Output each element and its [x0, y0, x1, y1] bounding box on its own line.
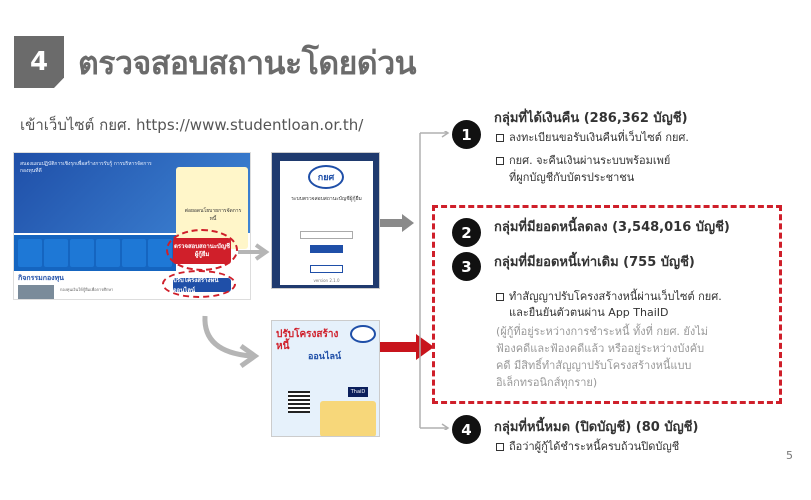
page-title: ตรวจสอบสถานะโดยด่วน	[78, 44, 417, 82]
group-3-bullet-cont: และยืนยันตัวตนผ่าน App ThaiID	[509, 306, 669, 319]
yellow-card-text: ต่อยอดนโยบายการจัดการหนี้	[184, 208, 242, 222]
group-3-note-line: (ผู้กู้ที่อยู่ระหว่างการชำระหนี้ ทั้งที่…	[496, 325, 709, 338]
kyos-logo: กยศ	[308, 165, 344, 189]
service-icon	[44, 239, 68, 267]
arrow-right-icon	[380, 214, 414, 232]
highlight-ellipse-status	[166, 229, 238, 271]
highlight-box-groups-2-3	[432, 205, 782, 404]
website-screenshot: สนองแผนปฏิบัติการเชิงรุกเพื่อสร้างการรับ…	[13, 152, 251, 300]
curved-arrow-icon	[202, 315, 260, 369]
step-number-badge: 4	[14, 36, 64, 88]
group-number-3: 3	[452, 252, 481, 281]
group-4-bullet: ถือว่าผู้กู้ได้ชำระหนี้ครบถ้วนปิดบัญชี	[496, 439, 679, 454]
login-input[interactable]	[300, 231, 353, 239]
group-2-title: กลุ่มที่มียอดหนี้ลดลง (3,548,016 บัญชี)	[494, 220, 730, 235]
group-4-title: กลุ่มที่หนี้หมด (ปิดบัญชี) (80 บัญชี)	[494, 420, 699, 435]
promo-subtitle: ออนไลน์	[308, 352, 342, 362]
group-number-2: 2	[452, 218, 481, 247]
group-1-title: กลุ่มที่ได้เงินคืน (286,362 บัญชี)	[494, 111, 688, 126]
news-text: กองทุนเงินให้กู้ยืมเพื่อการศึกษา	[60, 287, 114, 292]
promo-title: ปรับโครงสร้างหนี้	[276, 329, 339, 352]
website-instruction: เข้าเว็บไซต์ กยศ. https://www.studentloa…	[20, 116, 364, 134]
login-system-name: ระบบตรวจสอบสถานะบัญชีผู้กู้ยืม	[291, 196, 362, 202]
banner-text: สนองแผนปฏิบัติการเชิงรุกเพื่อสร้างการรับ…	[20, 161, 152, 174]
thaid-login-button[interactable]	[310, 265, 343, 273]
service-icons-row	[14, 235, 176, 271]
login-screenshot: กยศ ระบบตรวจสอบสถานะบัญชีผู้กู้ยืม versi…	[271, 152, 380, 289]
checkbox-icon	[496, 134, 504, 142]
group-number-4: 4	[452, 415, 481, 444]
group-3-bullet: ทำสัญญาปรับโครงสร้างหนี้ผ่านเว็บไซต์ กยศ…	[496, 289, 722, 304]
group-number-1: 1	[452, 120, 481, 149]
news-section-title: กิจกรรมกองทุน	[18, 274, 64, 282]
bullet-text: ลงทะเบียนขอรับเงินคืนที่เว็บไซต์ กยศ.	[509, 131, 689, 144]
bullet-text: ถือว่าผู้กู้ได้ชำระหนี้ครบถ้วนปิดบัญชี	[509, 440, 680, 453]
bullet-text: กยศ. จะคืนเงินผ่านระบบพร้อมเพย์	[509, 154, 671, 167]
login-version: version 2.1.0	[313, 278, 340, 283]
group-3-title: กลุ่มที่มียอดหนี้เท่าเดิม (755 บัญชี)	[494, 255, 695, 270]
restructure-promo-screenshot: ปรับโครงสร้างหนี้ ออนไลน์ ThaiD	[271, 320, 380, 437]
promo-logo	[350, 325, 376, 343]
qr-code-icon	[288, 391, 310, 413]
service-icon	[122, 239, 146, 267]
highlight-ellipse-restructure	[162, 270, 236, 298]
arrow-right-icon	[238, 243, 270, 261]
group-3-note-line: คดี มีสิทธิ์ทำสัญญาปรับโครงสร้างหนี้แบบ	[496, 359, 692, 372]
bullet-text: ทำสัญญาปรับโครงสร้างหนี้ผ่านเว็บไซต์ กยศ…	[509, 290, 722, 303]
group-3-note-line: ฟ้องคดีและฟ้องคดีแล้ว หรืออยู่ระหว่างบัง…	[496, 342, 705, 355]
checkbox-icon	[496, 443, 504, 451]
group-1-bullet: ลงทะเบียนขอรับเงินคืนที่เว็บไซต์ กยศ.	[496, 130, 689, 145]
service-icon	[70, 239, 94, 267]
group-1-bullet-cont: ที่ผูกบัญชีกับบัตรประชาชน	[509, 171, 635, 184]
phone-illustration	[320, 401, 376, 436]
news-thumbnail	[18, 285, 54, 299]
service-icon	[96, 239, 120, 267]
group-1-bullet: กยศ. จะคืนเงินผ่านระบบพร้อมเพย์	[496, 153, 670, 168]
checkbox-icon	[496, 157, 504, 165]
service-icon	[18, 239, 42, 267]
login-button[interactable]	[310, 245, 343, 253]
thaid-badge: ThaiD	[348, 387, 368, 397]
page-number: 5	[786, 449, 793, 462]
checkbox-icon	[496, 293, 504, 301]
group-bracket	[419, 131, 450, 430]
group-3-note-line: อิเล็กทรอนิกส์ทุกราย)	[496, 376, 598, 389]
